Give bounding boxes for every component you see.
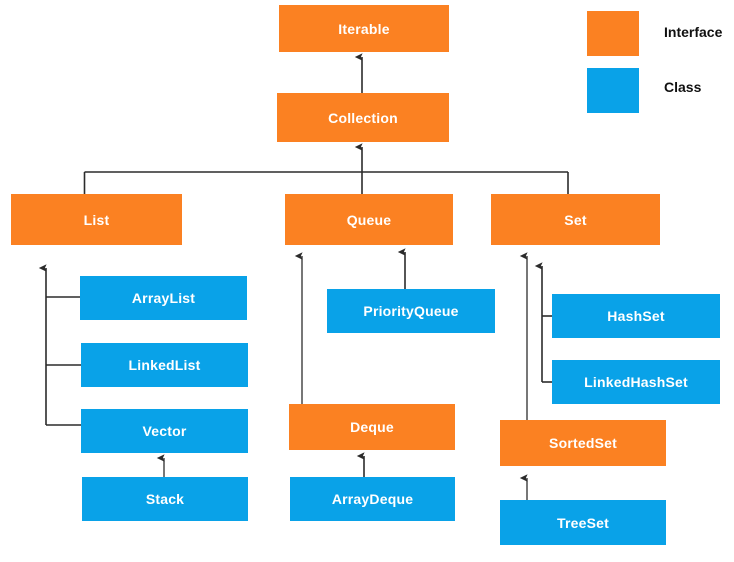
node-label: ArrayList (131, 290, 196, 306)
legend-swatch-class (587, 68, 639, 113)
node-treeset[interactable]: TreeSet (500, 500, 666, 545)
node-deque[interactable]: Deque (289, 404, 455, 450)
node-priorityqueue[interactable]: PriorityQueue (327, 289, 495, 333)
node-iterable[interactable]: Iterable (279, 5, 449, 52)
legend-label-interface: Interface (664, 24, 723, 40)
node-label: LinkedList (128, 357, 201, 373)
node-label: Deque (350, 419, 394, 435)
node-stack[interactable]: Stack (82, 477, 248, 521)
node-label: Vector (142, 423, 187, 439)
node-linkedhashset[interactable]: LinkedHashSet (552, 360, 720, 404)
node-label: SortedSet (549, 435, 617, 451)
legend-swatch-interface (587, 11, 639, 56)
node-set[interactable]: Set (491, 194, 660, 245)
node-list[interactable]: List (11, 194, 182, 245)
legend-label-class: Class (664, 79, 702, 95)
node-label: Iterable (338, 20, 390, 37)
node-label: ArrayDeque (331, 491, 414, 507)
node-vector[interactable]: Vector (81, 409, 248, 453)
node-label: Stack (145, 491, 185, 507)
node-label: Set (564, 211, 587, 228)
node-label: LinkedHashSet (584, 374, 688, 390)
node-label: Queue (346, 211, 392, 228)
node-sortedset[interactable]: SortedSet (500, 420, 666, 466)
node-label: List (83, 211, 110, 228)
node-label: TreeSet (557, 514, 609, 531)
node-arraydeque[interactable]: ArrayDeque (290, 477, 455, 521)
node-label: HashSet (607, 308, 665, 324)
node-linkedlist[interactable]: LinkedList (81, 343, 248, 387)
node-hashset[interactable]: HashSet (552, 294, 720, 338)
node-label: Collection (328, 109, 398, 126)
node-queue[interactable]: Queue (285, 194, 453, 245)
node-arraylist[interactable]: ArrayList (80, 276, 247, 320)
node-label: PriorityQueue (363, 303, 459, 319)
node-collection[interactable]: Collection (277, 93, 449, 142)
